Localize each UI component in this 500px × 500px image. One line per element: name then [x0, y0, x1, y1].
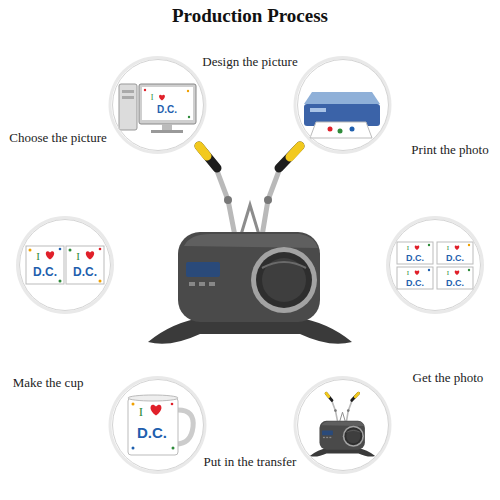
heat-press-machine	[148, 146, 352, 344]
photo-cards	[397, 242, 473, 289]
picture-letters: D.C.	[406, 254, 424, 263]
picture-cards	[26, 246, 104, 284]
picture-letters: D.C.	[406, 279, 424, 288]
picture-letters: D.C.	[157, 105, 177, 115]
process-step-circle: Choose the picture	[19, 219, 111, 311]
picture-letters: D.C.	[446, 279, 464, 288]
circle-outline	[297, 60, 388, 151]
mug-icon	[128, 395, 193, 455]
process-step-circle: Put in the transfer	[297, 379, 389, 471]
computer-icon	[119, 84, 196, 133]
picture-letters: D.C.	[446, 254, 464, 263]
picture-letter: I	[407, 270, 409, 277]
step-label: Put in the transfer	[202, 455, 299, 470]
picture-letter: I	[447, 245, 449, 252]
circle-outline	[297, 379, 389, 471]
picture-letter: I	[407, 245, 409, 252]
circle-outline	[297, 59, 389, 151]
step-label: Choose the picture	[7, 131, 108, 146]
circle-outline	[390, 220, 481, 311]
step-label: Get the photo	[411, 371, 486, 386]
step-label: Make the cup	[11, 376, 86, 391]
picture-letters: D.C.	[73, 266, 97, 278]
step-label: Print the photo	[409, 143, 490, 158]
picture-letters: D.C.	[33, 266, 57, 278]
circle-grounds	[16, 56, 484, 474]
small-heat-press	[310, 393, 375, 456]
picture-letter: I	[36, 251, 40, 262]
circle-outline	[389, 219, 481, 311]
printer-icon	[304, 92, 380, 138]
circle-outline	[112, 60, 203, 151]
picture-letter: I	[76, 251, 80, 262]
step-label: Design the picture	[200, 55, 299, 70]
process-step-circle: Get the photo	[389, 219, 481, 311]
circle-outline	[297, 380, 388, 471]
circle-outline	[112, 380, 203, 471]
circle-outline	[20, 220, 111, 311]
picture-letter: I	[447, 270, 449, 277]
picture-letter: I	[139, 405, 143, 418]
circle-outline	[19, 219, 111, 311]
picture-letter: I	[151, 94, 154, 102]
diagram-title: Production Process	[172, 5, 328, 27]
picture-letters: D.C.	[137, 425, 167, 440]
process-step-circle: Print the photo	[297, 59, 389, 151]
